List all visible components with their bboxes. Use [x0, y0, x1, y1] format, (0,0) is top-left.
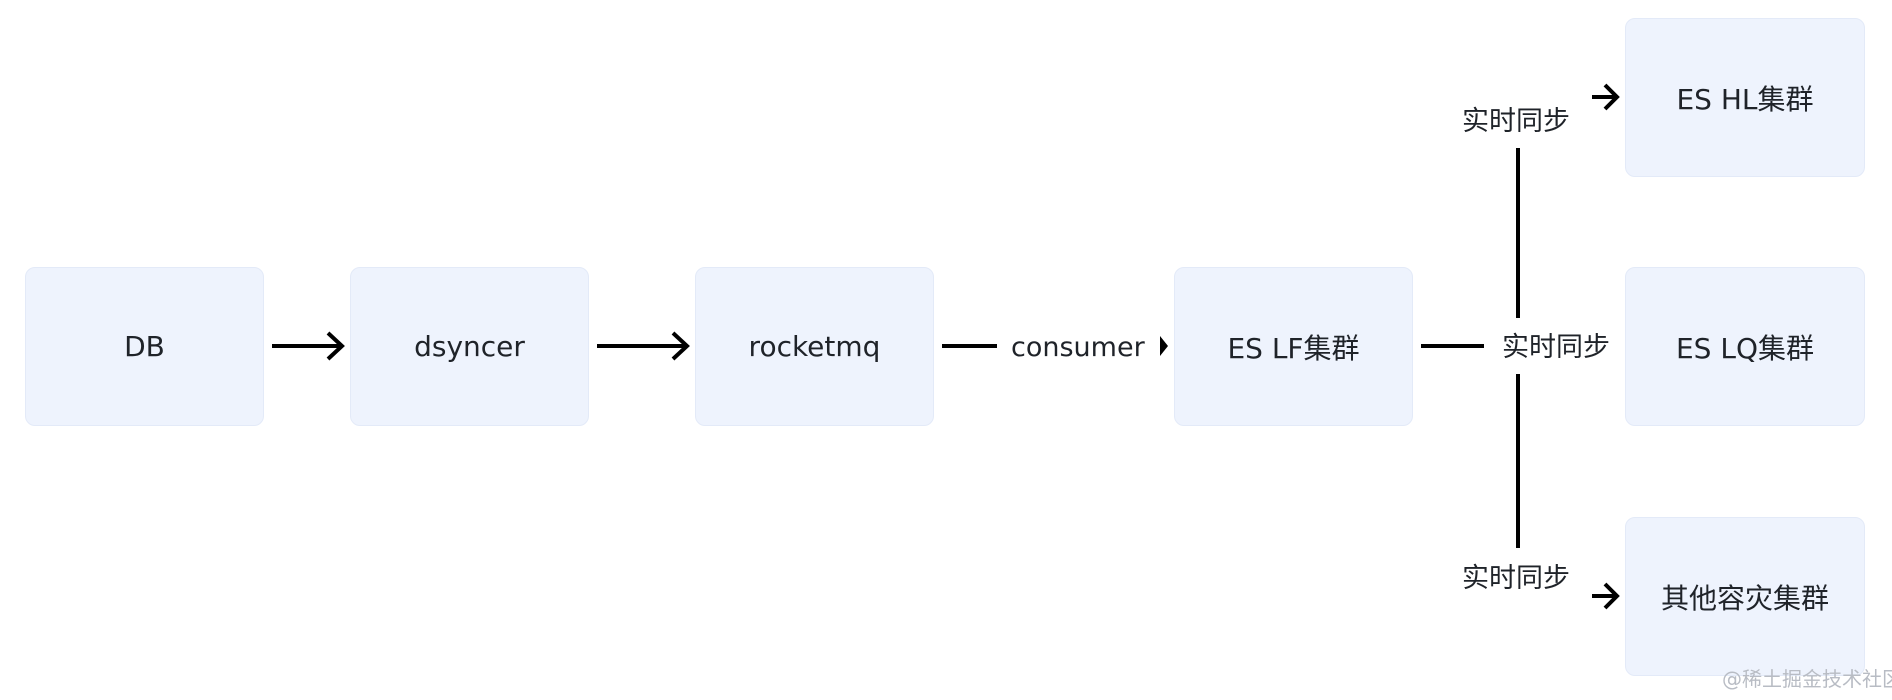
- arrow-db-to-dsyncer: [272, 331, 345, 361]
- watermark: @稀土掘金技术社区: [1722, 667, 1892, 691]
- node-es-hl[interactable]: ES HL集群: [1625, 18, 1865, 177]
- node-other-label: 其他容灾集群: [1660, 581, 1829, 615]
- node-es-lq[interactable]: ES LQ集群: [1625, 267, 1865, 426]
- node-es-lq-label: ES LQ集群: [1675, 331, 1814, 365]
- edge-label-sync-bottom: 实时同步: [1462, 563, 1570, 594]
- arrowhead-consumer: [1160, 336, 1168, 356]
- edge-label-sync-top: 实时同步: [1462, 106, 1570, 137]
- edge-label-consumer: consumer: [1011, 332, 1145, 363]
- node-rocketmq[interactable]: rocketmq: [695, 267, 934, 426]
- edge-label-sync-mid: 实时同步: [1502, 332, 1610, 363]
- node-rocketmq-label: rocketmq: [748, 330, 881, 363]
- node-other-dr-cluster[interactable]: 其他容灾集群: [1625, 517, 1865, 676]
- arrow-to-eshl: [1592, 83, 1620, 111]
- node-es-hl-label: ES HL集群: [1676, 82, 1814, 116]
- branch-eslf-to-clusters: [1421, 148, 1520, 548]
- node-dsyncer-label: dsyncer: [414, 330, 525, 363]
- node-db[interactable]: DB: [25, 267, 264, 426]
- node-es-lf-label: ES LF集群: [1227, 331, 1360, 365]
- node-es-lf[interactable]: ES LF集群: [1174, 267, 1413, 426]
- node-db-label: DB: [124, 330, 165, 363]
- arrow-to-other: [1592, 582, 1620, 610]
- node-dsyncer[interactable]: dsyncer: [350, 267, 589, 426]
- arrow-dsyncer-to-rocketmq: [597, 331, 690, 361]
